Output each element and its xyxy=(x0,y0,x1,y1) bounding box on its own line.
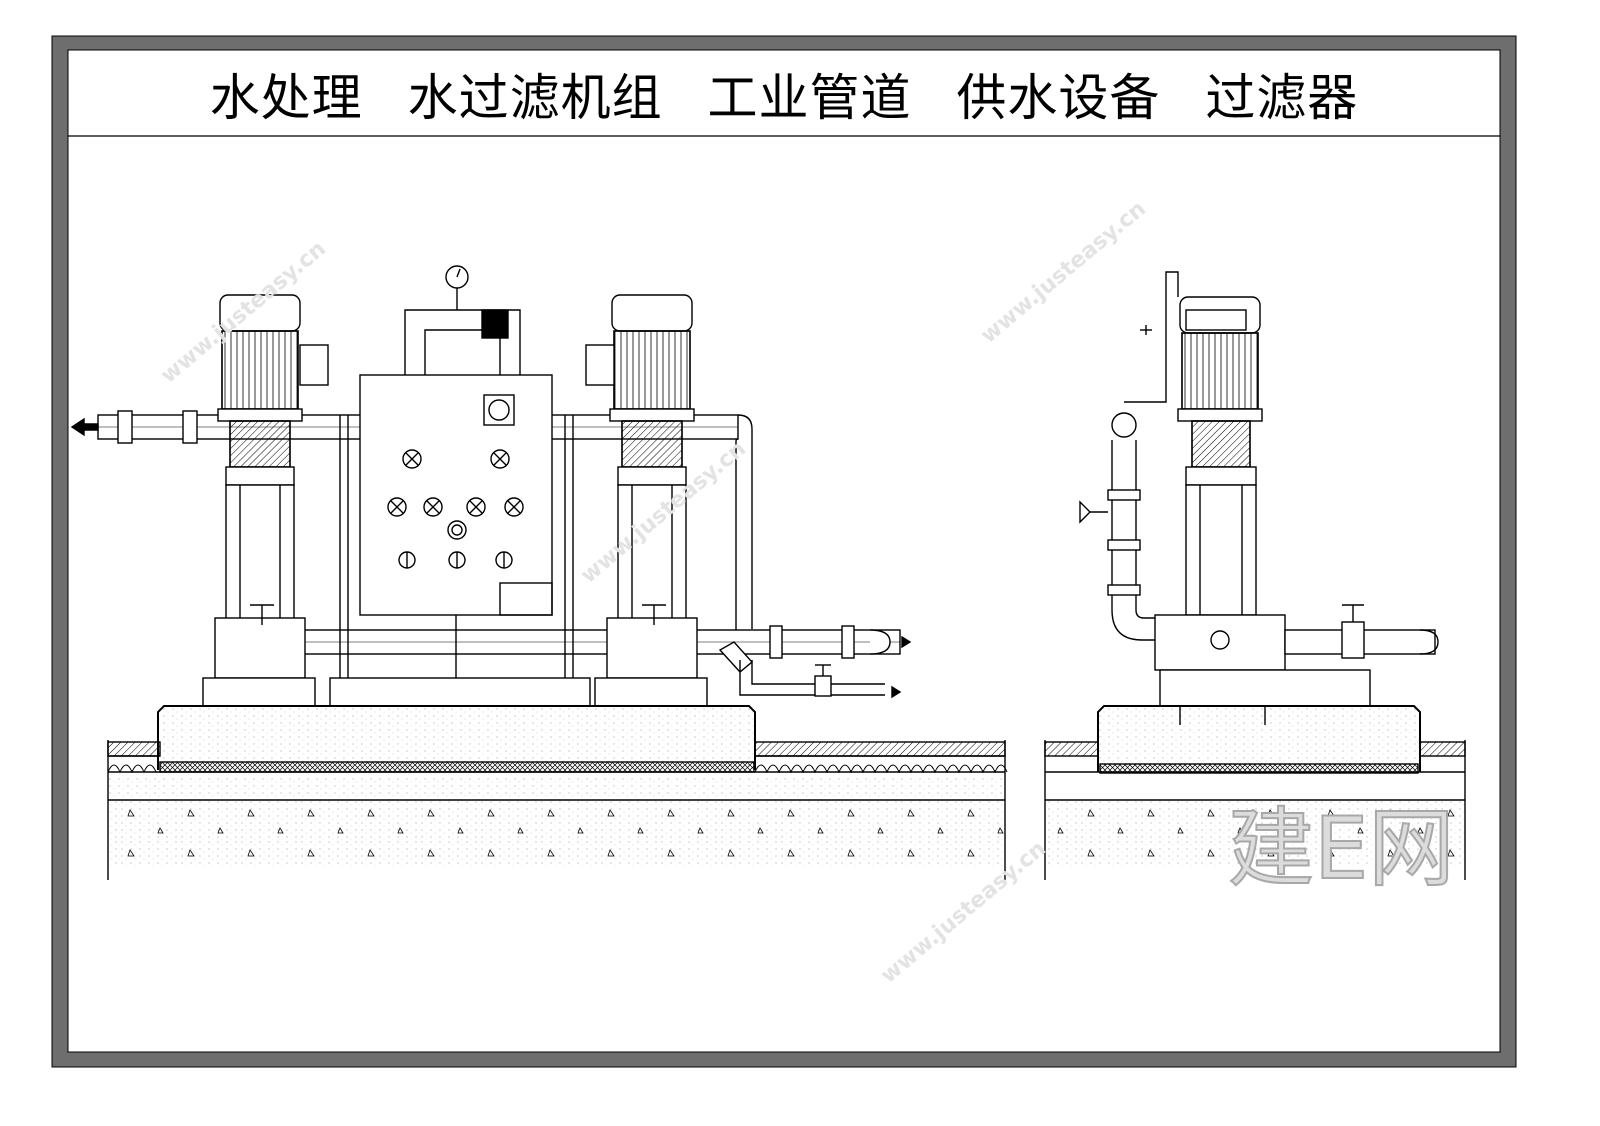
title-part: 工业管道 xyxy=(707,69,912,127)
foundation-side xyxy=(1044,705,1466,880)
inlet-arrow-icon xyxy=(901,635,912,649)
foundation-front xyxy=(107,677,1008,880)
drawing-frame xyxy=(51,35,1517,1068)
title-part: 水过滤机组 xyxy=(407,69,663,127)
title-part: 供水设备 xyxy=(956,69,1161,127)
pump-side xyxy=(1154,296,1371,707)
control-cabinet xyxy=(339,265,574,690)
drain-arrow-icon xyxy=(891,685,902,699)
junction-box xyxy=(481,309,509,339)
side-piping xyxy=(1079,271,1439,659)
side-view xyxy=(1044,271,1466,880)
front-view xyxy=(70,265,1008,880)
drawing-title: 水处理 水过滤机组 工业管道 供水设备 过滤器 xyxy=(68,58,1500,130)
title-part: 过滤器 xyxy=(1205,69,1359,127)
outlet-arrow-icon xyxy=(70,417,99,437)
title-part: 水处理 xyxy=(209,69,363,127)
suction-pipe xyxy=(249,625,912,699)
pump-right xyxy=(585,294,708,707)
pump-left xyxy=(202,294,329,707)
watermark-logo: 建E网 xyxy=(1227,799,1455,899)
indicator-lamps xyxy=(387,449,524,569)
